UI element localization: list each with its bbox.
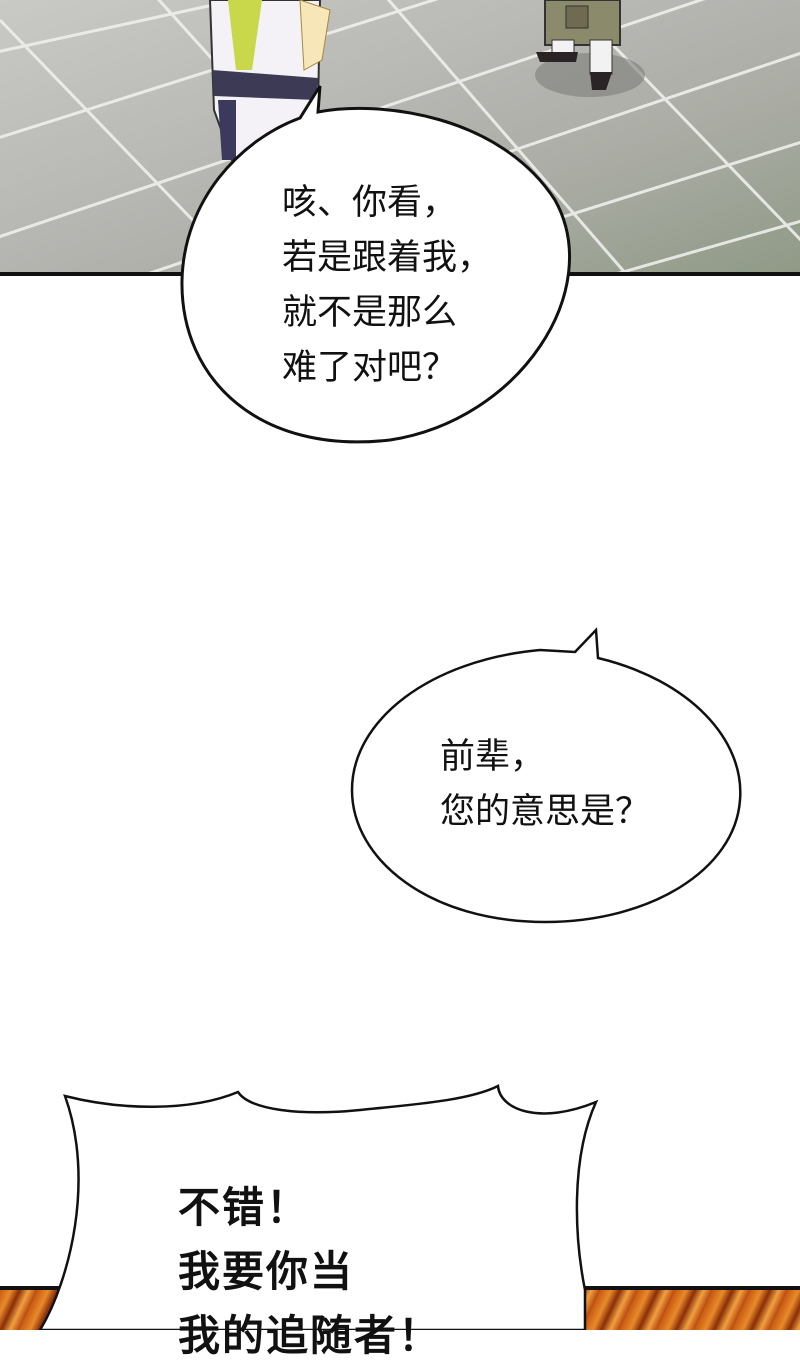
speech-bubble-2 [350,627,742,924]
speech-bubble-1 [180,85,572,444]
shadow [535,53,645,97]
patched-trousers-character [536,0,621,90]
speech-text-2: 前辈， 您的意思是？ [440,737,651,832]
speech-text-1: 咳、你看， 若是跟着我， 就不是那么 难了对吧？ [282,183,493,388]
speech-bubble-3 [38,1084,599,1330]
speech-bubbles-layer [38,85,742,1330]
speech-text-3: 不错！ 我要你当 我的追随者！ [178,1183,443,1360]
